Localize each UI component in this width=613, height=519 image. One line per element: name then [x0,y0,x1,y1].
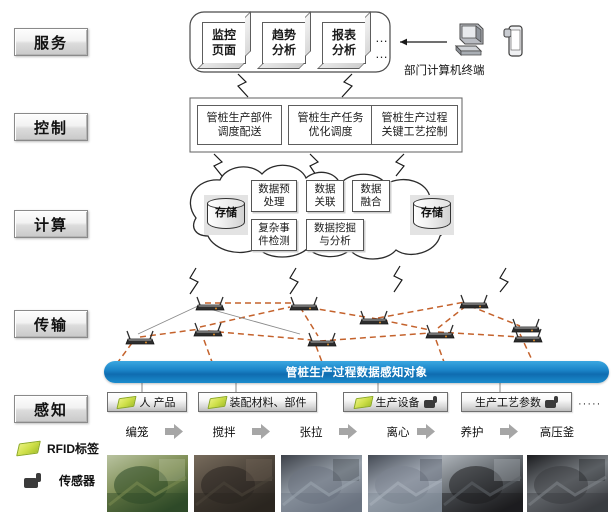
control-box-task-scheduling[interactable]: 管桩生产任务 优化调度 [288,105,373,145]
sensing-box-label: 生产设备 [375,397,420,409]
router-icon [288,296,320,312]
layer-label-control: 控制 [14,113,88,141]
process-arrow [252,424,270,439]
storage-left-label: 存储 [215,207,237,219]
process-arrow [339,424,357,439]
sensing-ellipsis: ····· [578,398,602,410]
photo-zhangla [281,455,362,512]
desktop-computer-icon [454,23,484,56]
photo-yanghu [442,455,523,512]
router-icon [358,310,390,326]
cylinder-top [413,198,451,209]
control-box-process-control[interactable]: 管桩生产过程 关键工艺控制 [371,105,458,145]
service-box-label: 监控 页面 [211,28,236,57]
process-step-6: 高压釜 [539,427,575,439]
sensing-box-people-products[interactable]: 人 产品 [107,392,187,412]
control-box-label: 管桩生产部件 调度配送 [206,112,273,138]
legend-rfid-tag: RFID标签 [16,440,99,457]
layer-label-compute: 计算 [14,210,88,238]
router-icon [458,294,490,310]
legend-label: RFID标签 [47,442,99,456]
router-icon [424,324,456,340]
router-icon [512,328,544,344]
process-arrow [500,424,518,439]
sensing-box-label: 装配材料、部件 [229,397,307,409]
compute-box-data-preprocessing[interactable]: 数据预处理 [251,180,297,212]
sensing-box-assembly-materials-parts[interactable]: 装配材料、部件 [198,392,317,412]
compute-box-data-association[interactable]: 数据关联 [306,180,344,212]
control-box-label: 管桩生产任务 优化调度 [297,112,364,138]
photo-gaoyafu [527,455,608,512]
router-icon [194,296,226,312]
photo-lixin [368,455,449,512]
control-box-parts-dispatch[interactable]: 管桩生产部件 调度配送 [197,105,282,145]
service-ellipsis-bottom: … [375,46,389,61]
process-step-5: 养护 [460,427,484,439]
sensing-box-label: 生产工艺参数 [475,397,541,409]
layer-label-sensing: 感知 [14,395,88,423]
process-step-2: 搅拌 [212,427,236,439]
router-icon [124,330,156,346]
storage-left: 存储 [204,195,248,235]
process-step-4: 离心 [386,427,410,439]
sensor-icon [545,396,558,408]
terminal-caption: 部门计算机终端 [404,65,485,77]
rfid-tag-icon [206,395,228,409]
compute-box-data-fusion[interactable]: 数据融合 [352,180,390,212]
service-box-trend-analysis[interactable]: 趋势 分析 [262,22,306,64]
service-ellipsis-top: … [375,30,389,45]
legend-sensor: 传感器 [24,472,95,489]
process-arrow [165,424,183,439]
control-box-label: 管桩生产过程 关键工艺控制 [381,112,448,138]
storage-right-label: 存储 [421,207,443,219]
mobile-phone-icon [503,25,523,57]
sensor-icon [24,473,41,488]
service-box-report-analysis[interactable]: 报表 分析 [322,22,366,64]
service-box-label: 报表 分析 [331,28,356,57]
service-box-monitor-page[interactable]: 监控 页面 [202,22,246,64]
process-step-1: 编笼 [125,427,149,439]
rfid-tag-icon [116,395,138,409]
router-icon [306,332,338,348]
rfid-tag-icon [352,395,374,409]
sensing-object-bar: 管桩生产过程数据感知对象 [104,361,609,383]
photo-bianlong [107,455,188,512]
cylinder-top [207,198,245,209]
layer-label-transport: 传输 [14,310,88,338]
sensor-icon [423,396,437,408]
sensing-box-production-equipment[interactable]: 生产设备 [343,392,448,412]
legend-label: 传感器 [59,474,96,488]
service-box-label: 趋势 分析 [271,28,296,57]
rfid-tag-icon [16,440,41,457]
compute-box-complex-event-detection[interactable]: 复杂事件检测 [251,219,297,251]
storage-right: 存储 [410,195,454,235]
process-step-3: 张拉 [299,427,323,439]
sensing-box-label: 人 产品 [139,397,176,409]
process-arrow [417,424,435,439]
photo-jiaoban [194,455,275,512]
layer-label-service: 服务 [14,28,88,56]
router-icon [192,322,224,338]
compute-box-data-mining-analysis[interactable]: 数据挖掘与分析 [306,219,364,251]
sensing-box-process-parameters[interactable]: 生产工艺参数 [461,392,572,412]
